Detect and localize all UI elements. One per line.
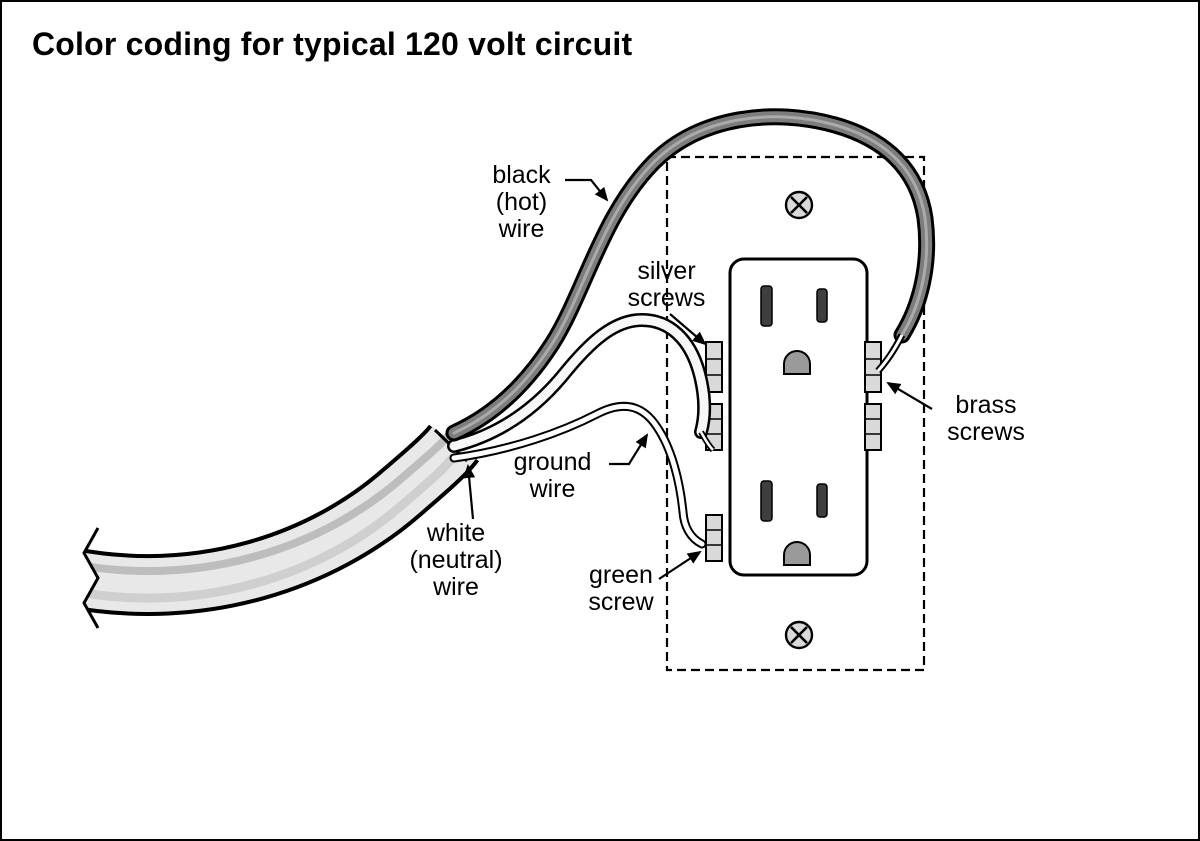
label-white-neutral-wire: white (neutral) wire: [409, 519, 503, 601]
white-neutral-wire: [447, 312, 716, 453]
top-outlet-hot-slot: [816, 288, 828, 323]
cable-fill: [67, 426, 476, 612]
top-outlet-ground-hole: [783, 350, 811, 375]
green-screw-threads: [706, 529, 722, 546]
green-screw-icon: [705, 514, 723, 562]
label-green-screw: green screw: [588, 561, 654, 616]
pointer-silver-screws: [669, 313, 707, 346]
bottom-outlet-hot-slot: [816, 483, 828, 518]
brass-screw-lower-threads: [865, 418, 881, 435]
black-hot-wire: [445, 108, 936, 442]
white-wire-bare-tip-core: [699, 431, 714, 451]
pointer-brass-screws: [886, 381, 933, 410]
pointer-black-hot-wire: [565, 178, 609, 202]
mounting-screw-top-slot: [790, 196, 808, 214]
pointer-white-neutral-wire: [463, 464, 476, 520]
silver-screw-upper: [705, 341, 723, 393]
brass-screw-upper-threads: [865, 358, 881, 376]
cable-break-jagged-edge: [82, 527, 100, 629]
label-brass-screws: brass screws: [947, 391, 1025, 446]
cable-stripe-upper: [71, 426, 458, 575]
pointer-lines: [463, 178, 933, 580]
cable-sheath: [50, 423, 480, 636]
bottom-outlet-neutral-slot: [760, 480, 773, 522]
silver-screw-upper-threads: [706, 358, 722, 376]
cable-stripe-lower: [71, 453, 458, 603]
brass-screw-lower-icon: [864, 403, 882, 451]
label-silver-screws: silver screws: [627, 257, 706, 312]
duplex-receptacle-body: [728, 257, 869, 577]
brass-screw-lower: [864, 403, 882, 451]
pointer-ground-wire: [609, 433, 649, 466]
mounting-screw-bottom-slot: [790, 626, 808, 644]
green-screw: [705, 514, 723, 562]
mounting-screw-top-icon: [784, 190, 814, 220]
label-ground-wire: ground wire: [513, 448, 592, 503]
white-wire-insulation: [449, 315, 709, 451]
silver-screw-upper-icon: [705, 341, 723, 393]
cable-break-mask: [50, 520, 98, 636]
label-black-hot-wire: black (hot) wire: [492, 161, 551, 243]
pointer-green-screw: [658, 550, 702, 580]
bottom-outlet-ground-hole: [783, 541, 811, 566]
top-outlet-neutral-slot: [760, 285, 773, 327]
figure-title: Color coding for typical 120 volt circui…: [32, 26, 633, 62]
black-wire-bare-tip-core: [876, 334, 904, 373]
mounting-screw-bottom-icon: [784, 620, 814, 650]
ground-wire: [449, 401, 707, 549]
ground-wire-core: [451, 403, 705, 547]
black-wire-highlight: [452, 115, 929, 435]
outlet-box-dashed-outline: [665, 155, 926, 672]
